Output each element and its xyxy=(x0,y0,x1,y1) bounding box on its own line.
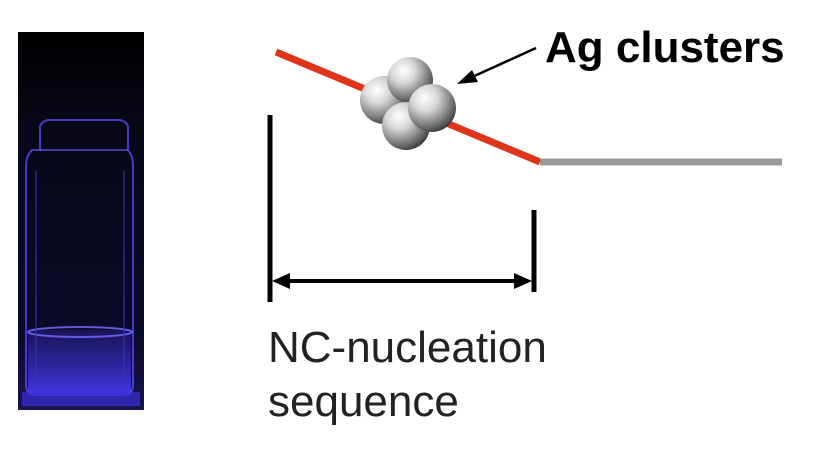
sequence-caption-line1: NC-nucleation xyxy=(268,323,547,372)
sequence-caption-line2: sequence xyxy=(268,377,459,426)
sequence-bracket xyxy=(267,115,537,302)
bracket-arrowhead-right xyxy=(514,273,532,289)
fluorescent-vial-photo xyxy=(18,32,144,410)
bracket-arrowhead-left xyxy=(272,273,290,289)
silver-cluster-spheres xyxy=(360,57,456,150)
ag-clusters-label: Ag clusters xyxy=(545,23,785,72)
cluster-pointer-arrow xyxy=(457,46,537,84)
